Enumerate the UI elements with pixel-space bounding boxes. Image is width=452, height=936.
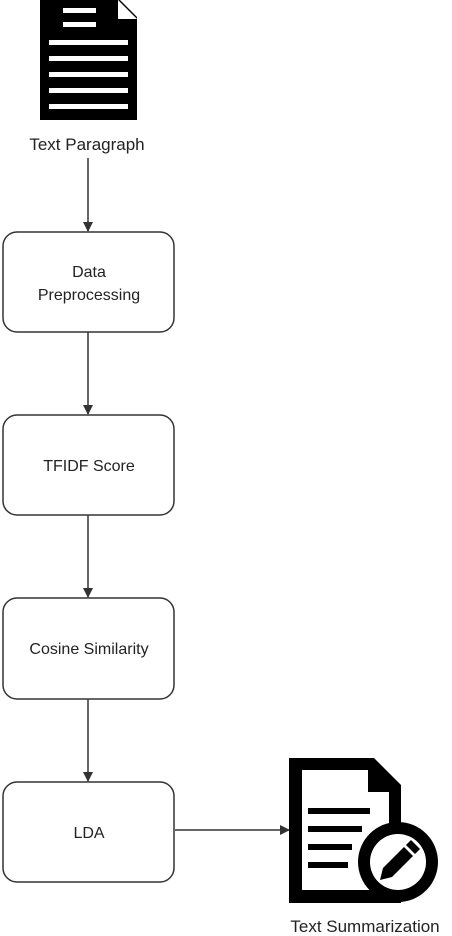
step-lda: LDA (2, 781, 175, 883)
step-label: LDA (73, 825, 104, 842)
step-label-line2: Preprocessing (38, 287, 140, 304)
step-label: Cosine Similarity (29, 641, 148, 658)
connectors (83, 158, 290, 835)
step-cosine-similarity: Cosine Similarity (2, 597, 175, 700)
output-caption: Text Summarization (290, 917, 439, 936)
step-label: TFIDF Score (43, 458, 135, 475)
input-caption: Text Paragraph (29, 135, 144, 154)
edit-document-icon (289, 758, 438, 903)
step-data-preprocessing: Data Preprocessing (2, 231, 175, 333)
step-tfidf-score: TFIDF Score (2, 414, 175, 516)
step-label-line1: Data (72, 264, 106, 281)
document-icon (40, 0, 137, 120)
